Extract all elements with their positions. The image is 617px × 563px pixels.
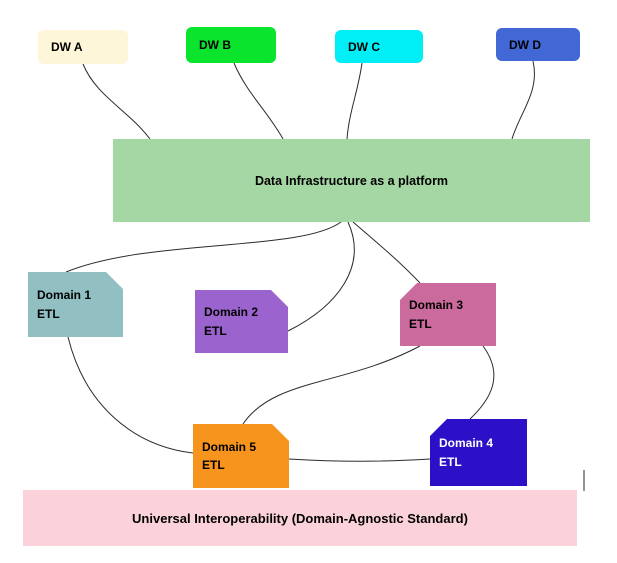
domain-5-name: Domain 5	[202, 439, 257, 454]
edge-platform-domain1	[65, 221, 342, 273]
dw-b-node: DW B	[186, 27, 276, 63]
interoperability-label: Universal Interoperability (Domain-Agnos…	[132, 510, 468, 526]
dw-c-label: DW C	[348, 39, 380, 54]
dw-c-node: DW C	[335, 30, 423, 63]
edge-platform-domain3	[352, 221, 421, 284]
domain-1-sub: ETL	[37, 306, 60, 321]
platform-bar: Data Infrastructure as a platform	[113, 139, 590, 222]
domain-3-sub: ETL	[409, 316, 432, 331]
domain-2-name: Domain 2	[204, 305, 259, 320]
interoperability-bar: Universal Interoperability (Domain-Agnos…	[23, 490, 577, 546]
domain-2-sub: ETL	[204, 323, 227, 338]
dw-d-label: DW D	[509, 37, 541, 52]
edge-dwd-platform	[511, 60, 535, 140]
dw-a-label: DW A	[51, 40, 83, 54]
platform-label: Data Infrastructure as a platform	[254, 173, 449, 188]
domain-5-sub: ETL	[202, 458, 225, 472]
domain-5-node: Domain 5 ETL	[193, 424, 289, 488]
edge-dwc-platform	[346, 62, 363, 140]
edge-domain5-domain4	[288, 458, 431, 462]
dw-d-node: DW D	[496, 28, 580, 61]
edge-dwb-platform	[233, 62, 284, 140]
edge-domain1-domain5	[67, 336, 194, 454]
domain-1-node: Domain 1 ETL	[28, 272, 123, 337]
edge-dwa-platform	[82, 63, 151, 140]
domain-4-name: Domain 4	[439, 436, 494, 451]
domain-4-sub: ETL	[439, 454, 462, 469]
edge-platform-domain2	[287, 221, 355, 332]
edge-domain3-domain5	[242, 345, 421, 425]
domain-2-node: Domain 2 ETL	[195, 290, 288, 353]
dw-a-node: DW A	[38, 30, 128, 64]
domain-1-name: Domain 1	[37, 288, 92, 303]
dw-b-label: DW B	[199, 38, 231, 52]
domain-3-name: Domain 3	[409, 298, 464, 313]
domain-3-node: Domain 3 ETL	[400, 283, 496, 346]
edge-domain3-domain4	[469, 345, 495, 420]
domain-4-node: Domain 4 ETL	[430, 419, 527, 486]
